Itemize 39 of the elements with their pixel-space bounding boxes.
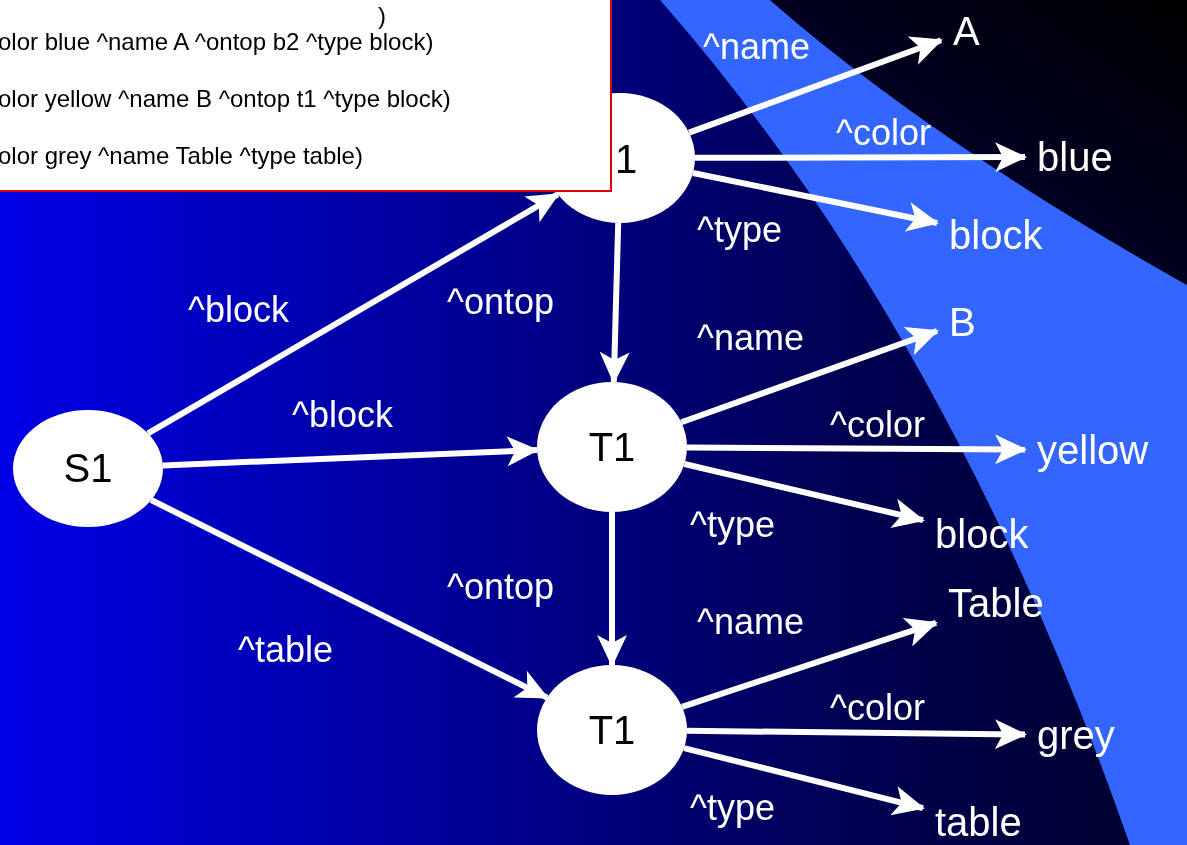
- edge-label: ^ontop: [447, 282, 554, 322]
- arrow: [683, 461, 925, 528]
- arrow: [146, 191, 560, 437]
- edge-label: ^type: [697, 210, 782, 250]
- arrow: [688, 36, 943, 136]
- edge-label: ^ontop: [447, 567, 554, 607]
- value-label: block: [949, 213, 1043, 257]
- code-dialog: [0, 0, 612, 192]
- edge-label: ^color: [830, 405, 925, 445]
- arrow: [687, 434, 1027, 465]
- edge-label: ^name: [703, 27, 810, 67]
- edge-label: ^name: [697, 318, 804, 358]
- arrow: [680, 327, 939, 426]
- arrow: [695, 142, 1027, 173]
- node-label: S1: [63, 446, 113, 491]
- arrow: [597, 512, 627, 667]
- value-label: table: [935, 800, 1022, 844]
- edge-label: ^name: [697, 602, 804, 642]
- edge-label: ^type: [690, 505, 775, 545]
- value-label: blue: [1037, 135, 1113, 179]
- arrow: [683, 745, 925, 816]
- arrow: [149, 497, 549, 701]
- node-label: 1: [615, 137, 638, 182]
- edge-label: ^block: [292, 395, 393, 435]
- value-label: B: [949, 300, 976, 344]
- node-label: T1: [588, 424, 636, 470]
- edge-label: ^block: [188, 290, 289, 330]
- code-line: ): [378, 2, 386, 30]
- arrow: [692, 170, 939, 232]
- node-label: T1: [588, 707, 636, 753]
- value-label: yellow: [1037, 428, 1149, 472]
- arrow: [599, 222, 630, 384]
- value-label: A: [953, 9, 980, 53]
- arrow: [686, 719, 1027, 750]
- edge-label: ^color: [836, 113, 931, 153]
- edge-label: ^type: [690, 788, 775, 828]
- arrow: [681, 617, 938, 710]
- edge-label: ^table: [238, 630, 333, 670]
- edge-label: ^color: [830, 688, 925, 728]
